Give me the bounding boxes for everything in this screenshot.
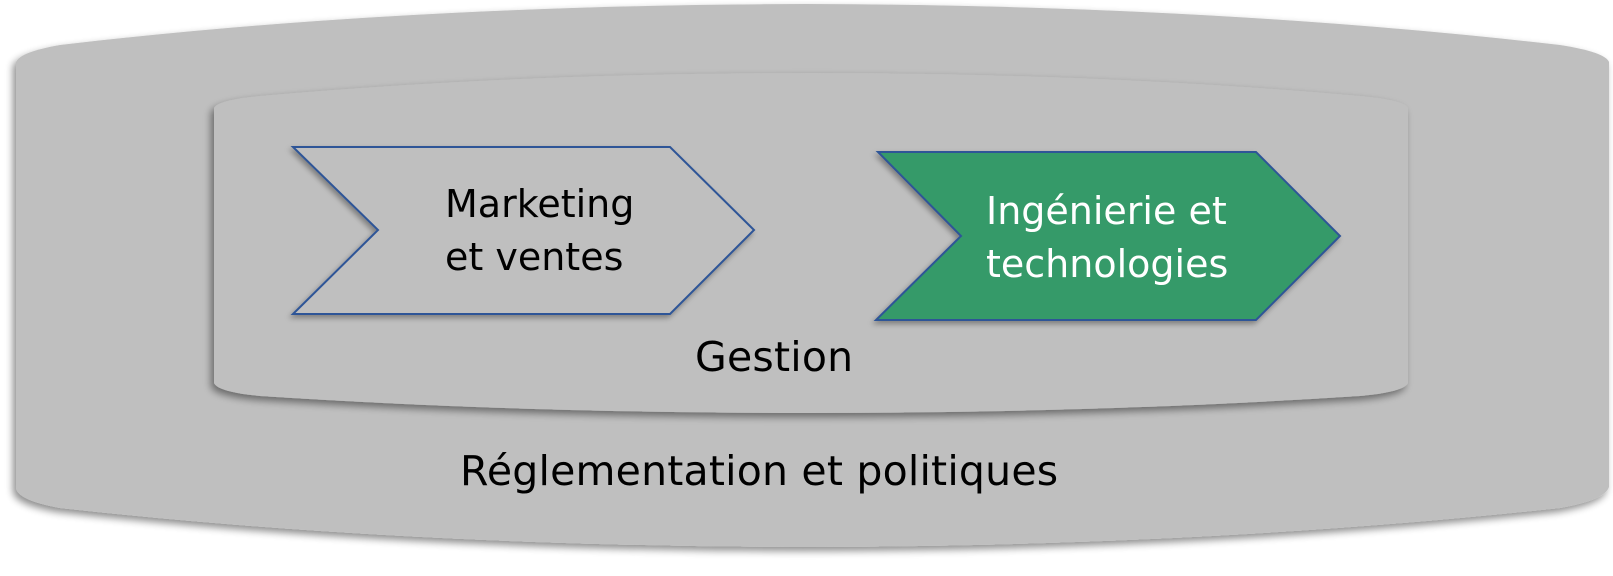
chevron-marketing-label: Marketing et ventes bbox=[445, 178, 634, 284]
chevron-engineering-label: Ingénierie et technologies bbox=[986, 185, 1228, 291]
outer-layer-label: Réglementation et politiques bbox=[460, 447, 1059, 495]
chevron-marketing-line2: et ventes bbox=[445, 235, 624, 279]
inner-layer-label: Gestion bbox=[695, 333, 854, 381]
chevron-engineering-line1: Ingénierie et bbox=[986, 189, 1227, 233]
chevron-marketing-line1: Marketing bbox=[445, 182, 635, 226]
chevron-marketing-sales bbox=[290, 146, 756, 315]
chevron-engineering-technology bbox=[873, 151, 1342, 321]
chevron-engineering-line2: technologies bbox=[986, 242, 1229, 286]
